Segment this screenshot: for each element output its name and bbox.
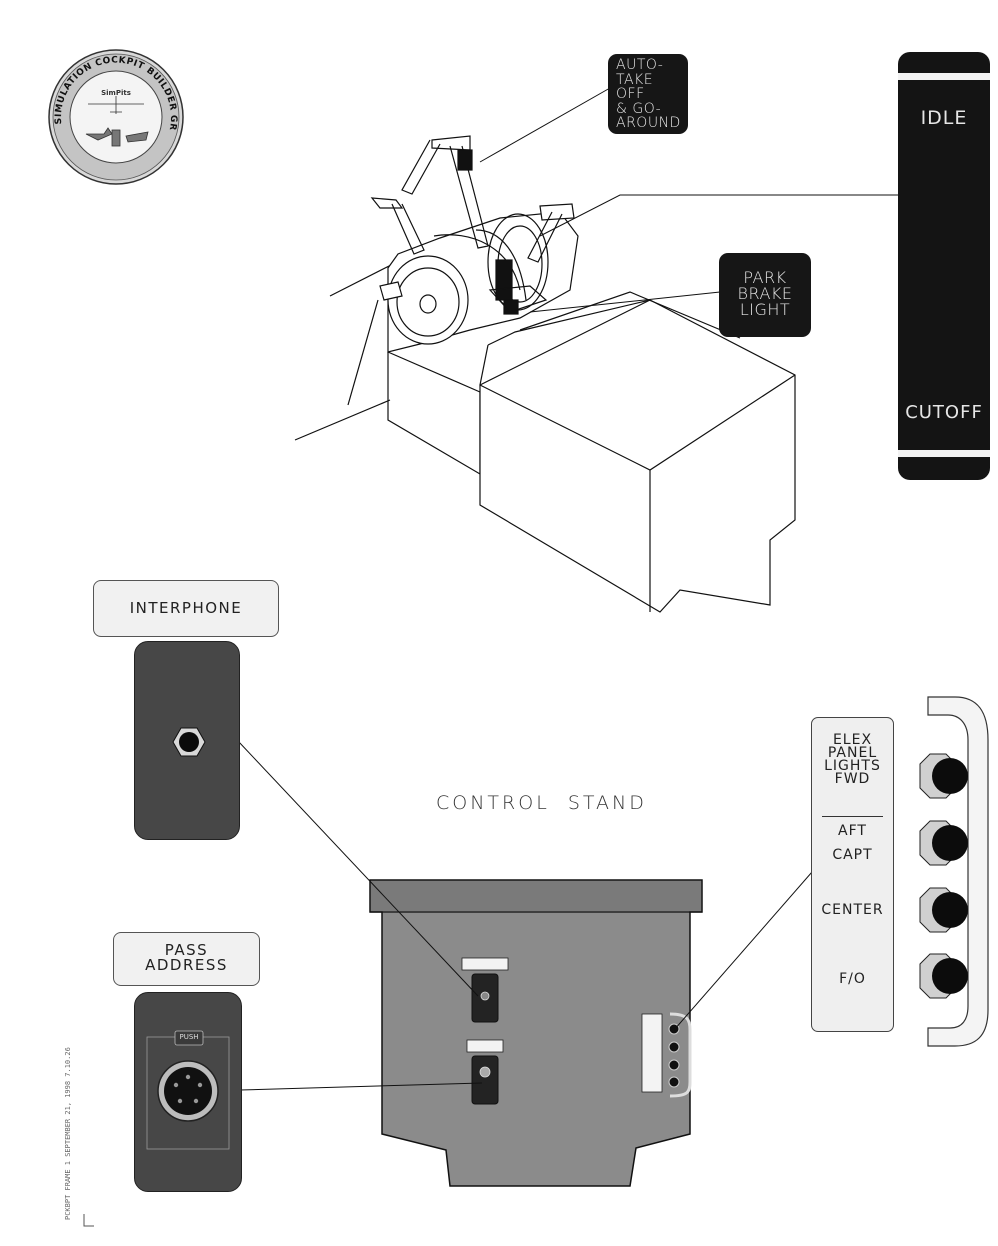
pass-address-line-1: PASS <box>164 941 209 959</box>
footer-meta-text: PCKBPT FRAME 1 SEPTEMBER 21, 1998 7.10.2… <box>64 1047 72 1220</box>
pass-address-label: PASS ADDRESS <box>113 932 260 986</box>
interphone-panel <box>134 641 240 840</box>
elex-knobs <box>919 696 989 1047</box>
logo-seal: SIMULATION COCKPIT BUILDER GROUP SimPits <box>0 0 184 185</box>
elex-header-1: ELEX <box>832 732 873 748</box>
pass-address-panel: PUSH <box>134 992 242 1192</box>
footer-meta: PCKBPT FRAME 1 SEPTEMBER 21, 1998 7.10.2… <box>64 1020 78 1230</box>
autotakeoff-line-1: AUTO- <box>616 57 664 73</box>
elex-item-center: CENTER <box>821 902 884 918</box>
leader-lines-bottom <box>237 740 813 1091</box>
push-label: PUSH <box>179 1033 199 1041</box>
autotakeoff-line-3: OFF <box>616 86 645 102</box>
throttle-quadrant-drawing <box>294 135 796 613</box>
elex-divider <box>822 816 883 817</box>
elex-item-aft: AFT <box>838 823 867 839</box>
autotakeoff-line-2: TAKE <box>616 71 654 88</box>
elex-header-4: FWD <box>834 771 871 787</box>
elex-item-capt: CAPT <box>832 847 873 863</box>
autotakeoff-line-5: AROUND <box>616 115 681 131</box>
pass-address-jack-icon <box>146 1030 230 1150</box>
park-brake-label-plate: PARK BRAKE LIGHT <box>719 253 811 337</box>
elex-header-2: PANEL <box>827 745 878 761</box>
interphone-jack-icon <box>172 727 206 757</box>
idle-cutoff-plate: IDLE CUTOFF <box>898 52 990 480</box>
svg-text:SimPits: SimPits <box>101 89 131 97</box>
control-stand-panel <box>369 879 703 1187</box>
idle-bar-bottom <box>898 450 990 457</box>
park-brake-line-1: PARK <box>743 268 787 287</box>
leader-lines-top <box>479 87 898 313</box>
knob-center <box>919 887 968 933</box>
control-stand-caption: CONTROL STAND <box>436 792 647 814</box>
elex-item-fo: F/O <box>839 971 866 987</box>
park-brake-line-2: BRAKE <box>737 284 793 303</box>
pass-address-line-2: ADDRESS <box>145 956 228 974</box>
knob-aft-capt <box>919 753 968 799</box>
autotakeoff-line-4: & GO- <box>616 100 662 117</box>
park-brake-line-3: LIGHT <box>739 300 791 319</box>
autotakeoff-label-plate: AUTO- TAKE OFF & GO- AROUND <box>608 54 688 134</box>
cutoff-label: CUTOFF <box>905 402 983 423</box>
elex-panel-lights-label: ELEX PANEL LIGHTS FWD AFT CAPT CENTER F/… <box>811 717 894 1032</box>
interphone-text: INTERPHONE <box>129 599 243 617</box>
idle-bar-top <box>898 73 990 80</box>
knob-fo <box>919 953 968 999</box>
elex-header-3: LIGHTS <box>824 758 881 774</box>
idle-label: IDLE <box>920 107 968 129</box>
knob-capt <box>919 820 968 866</box>
interphone-label: INTERPHONE <box>93 580 279 637</box>
